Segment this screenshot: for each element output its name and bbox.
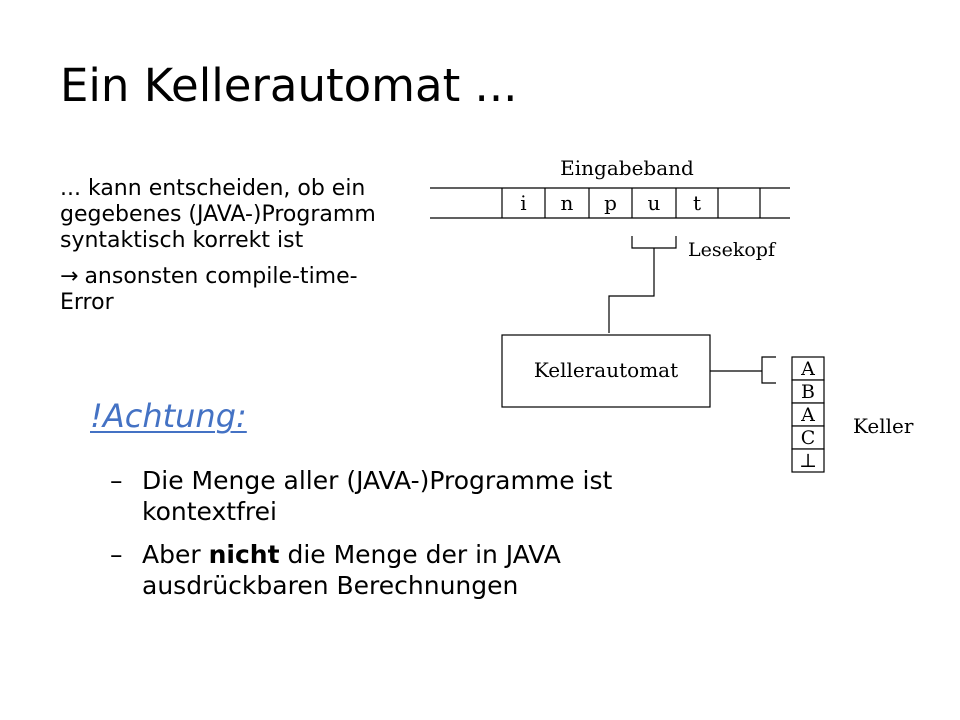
tape-cell-symbol: u — [648, 191, 661, 215]
bullet-item: – Aber nicht die Menge der in JAVA ausdr… — [110, 539, 750, 601]
bullet-item: – Die Menge aller (JAVA-)Programme ist k… — [110, 465, 750, 527]
bullet-text-after: die Menge der in JAVA ausdrückbaren Bere… — [142, 540, 561, 600]
read-head-bracket — [608, 236, 677, 333]
dash-marker: – — [110, 540, 123, 569]
bullet-list: – Die Menge aller (JAVA-)Programme ist k… — [110, 465, 750, 613]
bullet-bold-word: nicht — [208, 540, 280, 569]
bullet-text: Aber nicht die Menge der in JAVA ausdrüc… — [142, 540, 561, 600]
stack-cell-symbol: A — [800, 358, 815, 380]
consequence-text: ansonsten compile-time-Error — [60, 264, 358, 315]
stack-connector — [710, 356, 776, 384]
stack-cell-symbol: C — [801, 427, 816, 449]
stack-label: Keller — [853, 414, 914, 438]
tape-cell-symbol: n — [561, 191, 574, 215]
right-arrow-icon: → — [60, 264, 79, 289]
automaton-box — [501, 334, 711, 408]
intro-paragraph: ... kann entscheiden, ob ein gegebenes (… — [60, 176, 376, 253]
slide-title: Ein Kellerautomat ... — [60, 59, 518, 112]
tape-cell-symbol: i — [520, 191, 526, 215]
bullet-text-before: Aber — [142, 540, 209, 569]
tape-label: Eingabeband — [560, 156, 694, 180]
stack-cell-symbol: B — [801, 381, 815, 403]
automaton-label: Kellerautomat — [534, 358, 678, 382]
stack-cell-symbol: ⊥ — [799, 450, 817, 472]
stack-cell-symbol: A — [800, 404, 815, 426]
bullet-text: Die Menge aller (JAVA-)Programme ist kon… — [142, 466, 613, 526]
stack-cell — [791, 448, 825, 473]
warning-heading: !Achtung: — [90, 397, 247, 435]
tape-cell-symbol: p — [604, 191, 617, 215]
consequence-paragraph: →ansonsten compile-time-Error — [60, 264, 400, 316]
intro-text: ... kann entscheiden, ob ein gegebenes (… — [60, 176, 400, 326]
tape-cell-symbol: t — [693, 191, 701, 215]
dash-marker: – — [110, 466, 123, 495]
head-label: Lesekopf — [688, 239, 777, 261]
